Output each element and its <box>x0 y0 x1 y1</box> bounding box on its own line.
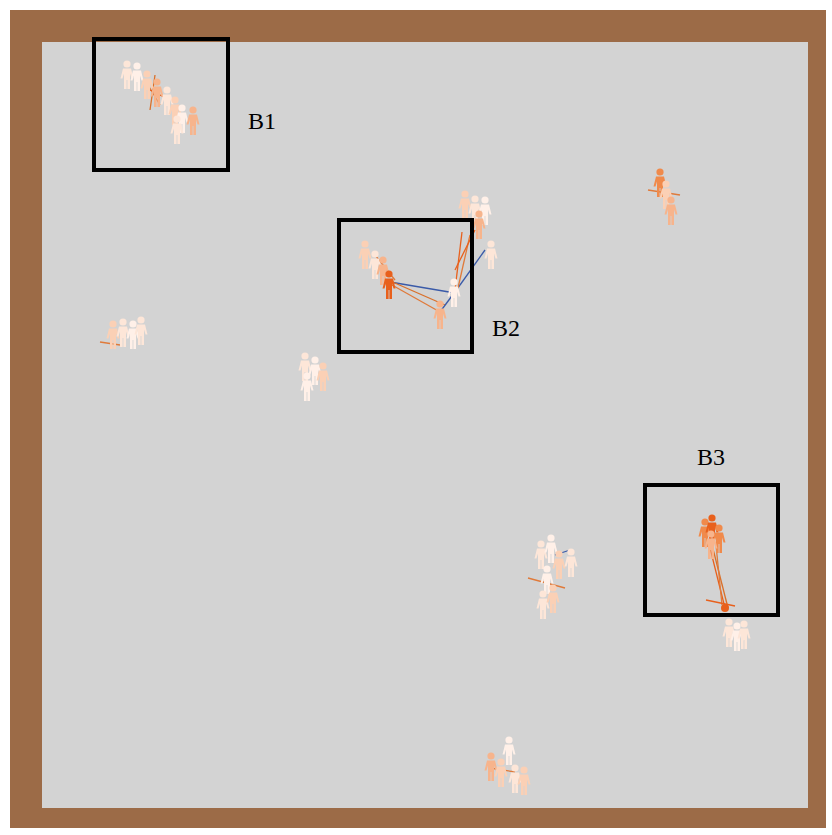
highlight-box: B1 <box>92 37 230 172</box>
box-label: B2 <box>492 316 520 340</box>
arena-floor <box>42 42 808 808</box>
gaze-lines <box>100 75 735 772</box>
arena-wall <box>10 10 826 828</box>
box-label: B3 <box>697 445 725 469</box>
box-label: B1 <box>248 109 276 133</box>
highlight-box: B2 <box>337 218 474 354</box>
highlight-box: B3 <box>643 483 780 617</box>
